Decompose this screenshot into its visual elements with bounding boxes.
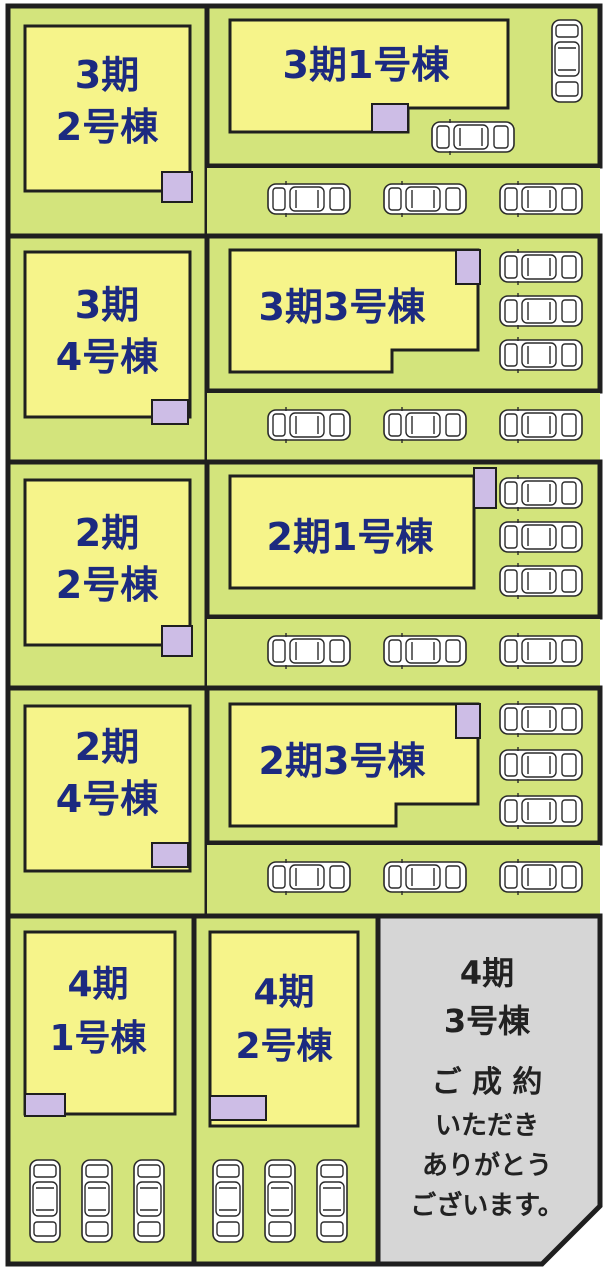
house-label-left-row-2-line-2: 4号棟: [56, 335, 159, 379]
car-top-view-icon: [383, 632, 467, 670]
car-top-view-icon: [499, 858, 583, 896]
car-top-view-icon: [383, 406, 467, 444]
car-top-view-icon: [499, 700, 583, 738]
car-top-view-icon: [212, 1159, 244, 1243]
entrance-icon: [151, 842, 189, 868]
car-top-view-icon: [431, 118, 515, 156]
car-top-view-icon: [29, 1159, 61, 1243]
house-label-left-row-4-line-1: 2期: [75, 725, 139, 769]
car-top-view-icon: [551, 19, 583, 103]
car-top-view-icon: [383, 858, 467, 896]
row-2: 3期 4号棟 3期3号棟: [5, 233, 603, 465]
house-label-right-row-4: 2期3号棟: [259, 739, 427, 783]
row-1: 3期 2号棟 3期1号棟: [5, 3, 603, 239]
entrance-icon: [209, 1095, 267, 1121]
house-label-right-row-1: 3期1号棟: [283, 43, 451, 87]
house-4-1: [23, 930, 177, 1116]
entrance-icon: [455, 703, 481, 739]
house-label-left-row-3-line-1: 2期: [75, 511, 139, 555]
house-label-left-row-3-line-2: 2号棟: [56, 563, 159, 607]
house-left-row-2: [23, 250, 192, 419]
house-label-4-2-line-1: 4期: [253, 972, 314, 1013]
car-top-view-icon: [499, 746, 583, 784]
sold-lot-title-line-1: 4期: [460, 954, 514, 992]
sold-message-line-4: ございます。: [410, 1190, 563, 1221]
car-top-view-icon: [499, 406, 583, 444]
entrance-icon: [455, 249, 481, 285]
car-top-view-icon: [499, 792, 583, 830]
car-top-view-icon: [499, 336, 583, 374]
car-top-view-icon: [264, 1159, 296, 1243]
house-label-4-1-line-1: 4期: [67, 964, 128, 1005]
car-top-view-icon: [267, 180, 351, 218]
car-top-view-icon: [267, 406, 351, 444]
sold-message-line-3: ありがとう: [422, 1150, 552, 1181]
sold-message-line-2: いただき: [435, 1111, 539, 1141]
house-right-row-3: [228, 474, 476, 590]
house-label-right-row-2: 3期3号棟: [259, 285, 427, 329]
house-label-left-row-4-line-2: 4号棟: [56, 777, 159, 821]
sold-message-line-1: ご 成 約: [432, 1065, 543, 1100]
car-top-view-icon: [499, 180, 583, 218]
house-label-left-row-1-line-2: 2号棟: [56, 105, 159, 149]
car-top-view-icon: [499, 248, 583, 286]
entrance-icon: [161, 171, 193, 203]
house-left-row-3: [23, 478, 192, 647]
bottom-row: 4期 1号棟 4期 2号棟 4期 3号棟 ご 成 約 いただき ありがとう ござ…: [5, 913, 603, 1267]
house-label-4-2-line-2: 2号棟: [235, 1026, 333, 1067]
house-left-row-1: [23, 24, 192, 193]
car-top-view-icon: [499, 474, 583, 512]
car-top-view-icon: [383, 180, 467, 218]
house-4-2: [208, 930, 360, 1128]
car-top-view-icon: [267, 632, 351, 670]
row-3: 2期 2号棟 2期1号棟: [5, 459, 603, 691]
car-top-view-icon: [81, 1159, 113, 1243]
car-top-view-icon: [267, 858, 351, 896]
house-label-left-row-1-line-1: 3期: [75, 53, 139, 97]
sold-lot-4-3: [375, 913, 603, 1267]
entrance-icon: [473, 467, 497, 509]
sold-lot-title-line-2: 3号棟: [444, 1002, 531, 1040]
car-top-view-icon: [499, 562, 583, 600]
entrance-icon: [161, 625, 193, 657]
house-label-left-row-2-line-1: 3期: [75, 283, 139, 327]
entrance-icon: [24, 1093, 66, 1117]
house-label-right-row-3: 2期1号棟: [267, 515, 435, 559]
car-top-view-icon: [499, 632, 583, 670]
car-top-view-icon: [499, 292, 583, 330]
row-4: 2期 4号棟 2期3号棟: [5, 685, 603, 919]
car-top-view-icon: [316, 1159, 348, 1243]
house-label-4-1-line-2: 1号棟: [49, 1018, 147, 1059]
car-top-view-icon: [133, 1159, 165, 1243]
car-top-view-icon: [499, 518, 583, 556]
entrance-icon: [371, 103, 409, 133]
entrance-icon: [151, 399, 189, 425]
